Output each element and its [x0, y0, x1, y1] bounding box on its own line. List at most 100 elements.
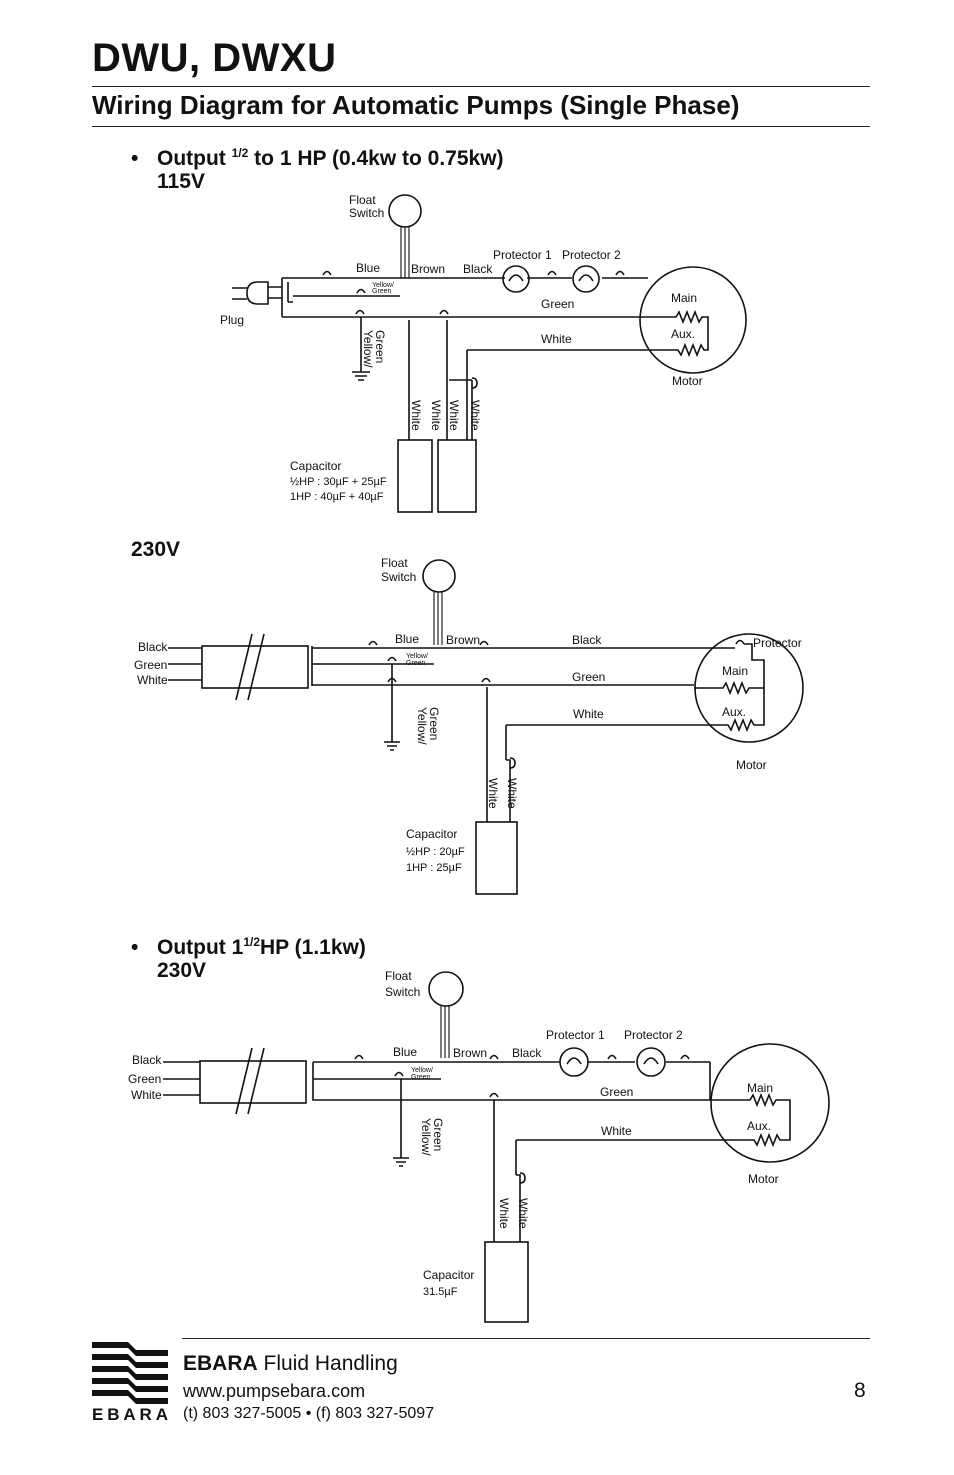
float-cable: [400, 227, 410, 278]
protector-1-label: Protector 1: [493, 248, 552, 262]
capacitor-label: Capacitor: [290, 459, 341, 473]
svg-text:Brown: Brown: [446, 633, 480, 647]
float-switch-symbol: [428, 971, 464, 1007]
svg-text:White: White: [601, 1124, 632, 1138]
blue-label: Blue: [356, 261, 380, 275]
svg-text:Green: Green: [411, 1074, 431, 1081]
svg-text:Protector 2: Protector 2: [624, 1028, 683, 1042]
aux-label: Aux.: [671, 327, 695, 341]
ground-symbol: [393, 1079, 409, 1167]
svg-text:White: White: [409, 400, 423, 431]
svg-text:Green: Green: [600, 1085, 633, 1099]
ground-symbol: [352, 317, 370, 381]
svg-text:Float: Float: [385, 969, 412, 983]
svg-text:Capacitor: Capacitor: [423, 1268, 474, 1282]
svg-text:Main: Main: [722, 664, 748, 678]
svg-text:White: White: [137, 673, 168, 687]
svg-text:Switch: Switch: [381, 570, 416, 584]
section-3-heading: •Output 11/2HP (1.1kw): [131, 935, 366, 959]
main-label: Main: [671, 291, 697, 305]
svg-text:White: White: [573, 707, 604, 721]
svg-text:½HP : 30µF + 25µF: ½HP : 30µF + 25µF: [290, 476, 387, 488]
svg-text:Black: Black: [132, 1053, 162, 1067]
black-label: Black: [463, 262, 493, 276]
svg-text:Aux.: Aux.: [747, 1119, 771, 1133]
protector-1-symbol: [502, 265, 530, 293]
svg-text:Yellow/: Yellow/: [372, 282, 394, 289]
diagram-115v: Float Switch Plug Blue Brown Black Prote…: [220, 193, 747, 513]
float-label-1: Float: [349, 193, 376, 207]
svg-text:Aux.: Aux.: [722, 705, 746, 719]
page-subtitle: Wiring Diagram for Automatic Pumps (Sing…: [92, 90, 740, 120]
green-label: Green: [541, 297, 574, 311]
float-switch-symbol: [422, 559, 456, 593]
svg-text:Green: Green: [572, 670, 605, 684]
motor-symbol: [639, 266, 747, 374]
power-cord: [201, 645, 309, 689]
ebara-logo: EBARA: [92, 1342, 168, 1422]
bullet: •: [131, 147, 139, 170]
svg-text:Motor: Motor: [748, 1172, 779, 1186]
svg-text:White: White: [505, 778, 519, 809]
svg-text:White: White: [468, 400, 482, 431]
svg-text:Black: Black: [572, 633, 602, 647]
page-title: DWU, DWXU: [92, 36, 337, 80]
svg-text:Protector: Protector: [753, 636, 802, 650]
page-number: 8: [854, 1379, 866, 1402]
plug-icon: [246, 281, 269, 305]
section-3-voltage: 230V: [157, 959, 207, 982]
svg-text:Main: Main: [747, 1081, 773, 1095]
svg-text:Blue: Blue: [395, 632, 419, 646]
svg-text:Green: Green: [128, 1072, 161, 1086]
svg-text:Yellow/: Yellow/: [411, 1067, 433, 1074]
svg-text:Green: Green: [427, 707, 441, 740]
ground-symbol: [384, 664, 400, 751]
svg-text:Black: Black: [138, 640, 168, 654]
motor-symbol: [710, 1043, 830, 1163]
capacitor-1-symbol: [397, 439, 433, 513]
svg-text:White: White: [447, 400, 461, 431]
plug-label: Plug: [220, 313, 244, 327]
svg-text:White: White: [497, 1198, 511, 1229]
svg-text:31.5µF: 31.5µF: [423, 1286, 458, 1298]
section-1-heading: •Output 1/2 to 1 HP (0.4kw to 0.75kw): [131, 146, 504, 170]
svg-text:Green: Green: [431, 1118, 445, 1151]
protector-2-label: Protector 2: [562, 248, 621, 262]
title-rule: [92, 86, 870, 87]
section-1-voltage: 115V: [157, 170, 205, 193]
brown-label: Brown: [411, 262, 445, 276]
subtitle-rule: [92, 126, 870, 127]
svg-text:Yellow/: Yellow/: [406, 653, 428, 660]
capacitor-symbol: [484, 1241, 529, 1323]
svg-text:Yellow/: Yellow/: [419, 1118, 433, 1156]
svg-text:Motor: Motor: [736, 758, 767, 772]
svg-text:Blue: Blue: [393, 1045, 417, 1059]
protector-2-symbol: [572, 265, 600, 293]
svg-text:Float: Float: [381, 556, 408, 570]
svg-text:Brown: Brown: [453, 1046, 487, 1060]
power-cord: [199, 1060, 307, 1104]
svg-text:Yellow/: Yellow/: [361, 330, 375, 368]
svg-text:Green: Green: [372, 288, 392, 295]
svg-text:Yellow/: Yellow/: [415, 707, 429, 745]
brand-name: EBARA Fluid Handling: [183, 1352, 398, 1375]
svg-text:Green: Green: [134, 658, 167, 672]
capacitor-2-symbol: [437, 439, 477, 513]
website-link[interactable]: www.pumpsebara.com: [183, 1381, 366, 1401]
svg-text:Protector 1: Protector 1: [546, 1028, 605, 1042]
svg-text:1HP : 25µF: 1HP : 25µF: [406, 862, 462, 874]
svg-text:White: White: [429, 400, 443, 431]
capacitor-symbol: [475, 821, 518, 895]
svg-text:Capacitor: Capacitor: [406, 827, 457, 841]
float-label-2: Switch: [349, 206, 384, 220]
motor-windings: [648, 309, 709, 358]
white-label: White: [541, 332, 572, 346]
svg-text:White: White: [516, 1198, 530, 1229]
diagram-230v: Float Switch Black Green White Blue Brow…: [134, 556, 804, 895]
footer-rule: [182, 1338, 870, 1339]
svg-text:Switch: Switch: [385, 985, 420, 999]
svg-text:White: White: [486, 778, 500, 809]
svg-text:White: White: [131, 1088, 162, 1102]
logo-wordmark: EBARA: [92, 1405, 168, 1422]
phone-fax: (t) 803 327-5005 • (f) 803 327-5097: [183, 1405, 435, 1422]
